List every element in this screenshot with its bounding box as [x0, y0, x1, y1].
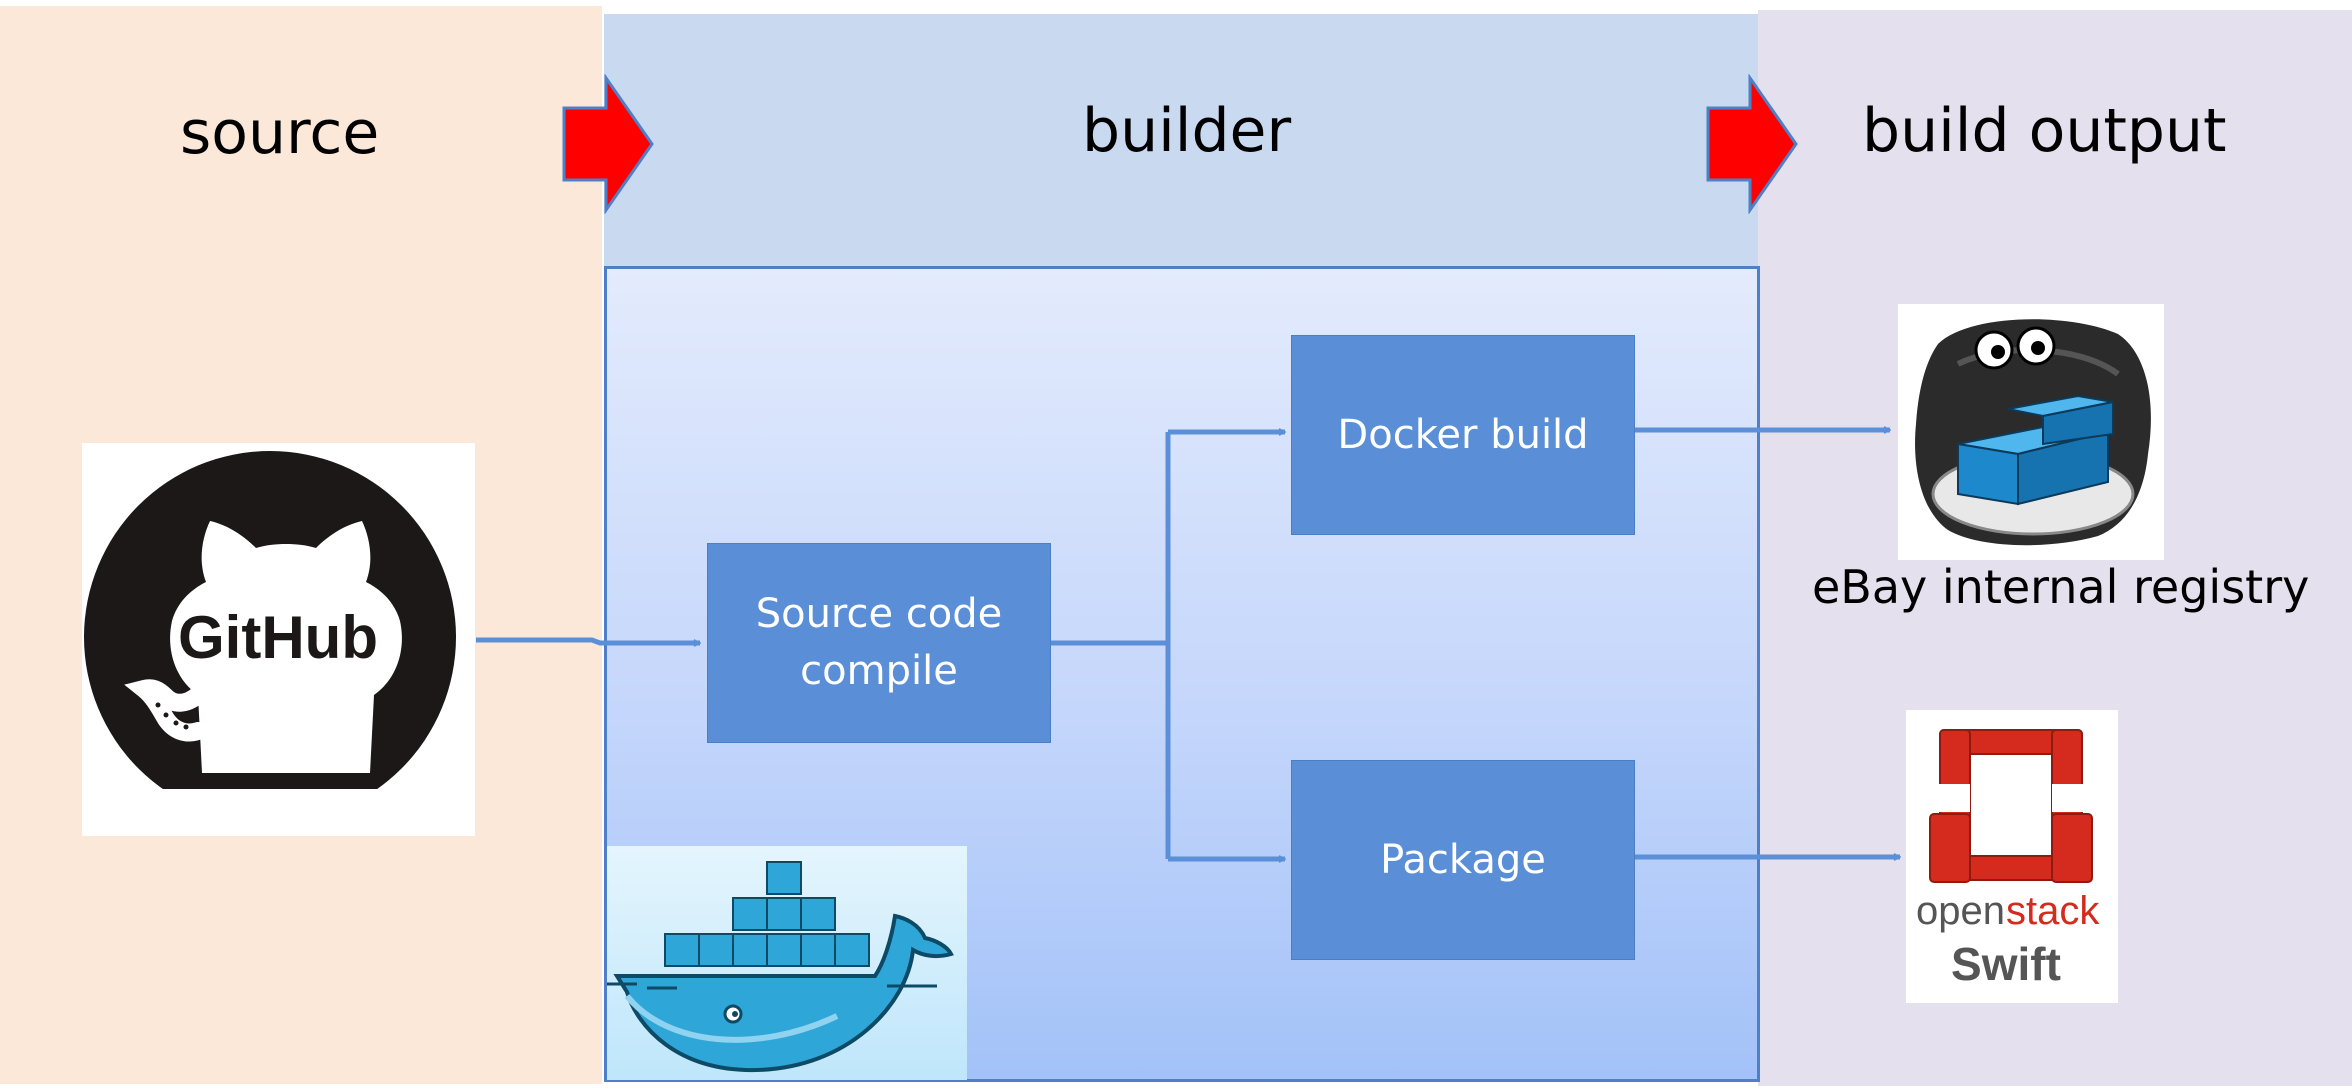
build-output-header: build output	[1862, 96, 2227, 166]
registry-oyster-icon	[1915, 319, 2151, 546]
connector-github-to-compile	[476, 637, 700, 643]
flow-arrow-icon	[562, 74, 654, 214]
builder-header-panel	[604, 14, 1758, 266]
docker-whale-icon	[607, 861, 954, 1073]
compile-label-line1: Source code	[755, 591, 1003, 637]
docker-build-label: Docker build	[1337, 411, 1589, 458]
compile-label-line2: compile	[800, 648, 958, 694]
github-logo: GitHub	[82, 443, 475, 836]
github-octocat-icon: GitHub	[82, 451, 475, 836]
registry-logo	[1898, 304, 2164, 560]
flow-arrow-icon	[1706, 74, 1798, 214]
openstack-icon: open stack Swift	[1916, 729, 2100, 990]
swift-word: Swift	[1951, 938, 2061, 990]
github-wordmark: GitHub	[178, 604, 378, 671]
package-label: Package	[1380, 836, 1546, 883]
source-header: source	[180, 98, 380, 168]
registry-caption: eBay internal registry	[1812, 560, 2310, 614]
builder-header: builder	[1082, 96, 1292, 166]
source-code-compile-box: Source code compile	[708, 544, 1050, 742]
package-box: Package	[1292, 761, 1634, 959]
openstack-swift-logo: open stack Swift	[1906, 710, 2118, 1003]
docker-build-box: Docker build	[1292, 336, 1634, 534]
docker-logo	[607, 846, 967, 1080]
openstack-word-open: open	[1916, 889, 2005, 933]
openstack-word-stack: stack	[2006, 889, 2100, 933]
